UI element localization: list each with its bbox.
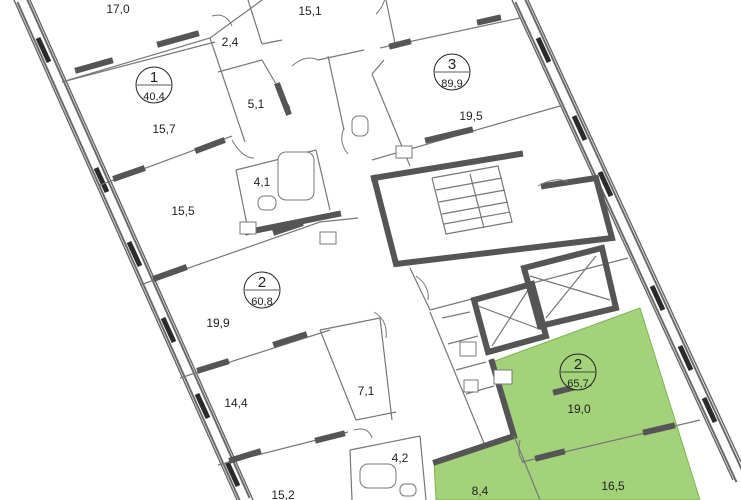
apartment-badge-2: 2 60,8 bbox=[243, 271, 281, 309]
interior-walls bbox=[61, 0, 427, 500]
room-area: 8,4 bbox=[472, 484, 489, 498]
windows bbox=[35, 36, 718, 488]
room-area: 16,5 bbox=[601, 479, 625, 493]
room-area: 5,1 bbox=[248, 97, 265, 111]
apartment-badge-highlighted[interactable]: 2 65,7 bbox=[559, 353, 597, 391]
room-area: 4,1 bbox=[254, 175, 271, 189]
room-area: 19,5 bbox=[459, 109, 483, 123]
apartment-area: 89,9 bbox=[441, 78, 462, 90]
elevator-shafts bbox=[429, 244, 620, 449]
apartment-badge-3: 3 89,9 bbox=[433, 53, 471, 91]
room-area: 15,2 bbox=[271, 488, 295, 500]
room-area: 15,1 bbox=[298, 4, 322, 18]
apartment-number: 2 bbox=[258, 274, 266, 291]
apartment-area: 40,4 bbox=[143, 91, 164, 103]
room-area: 2,4 bbox=[222, 35, 239, 49]
room-area: 4,2 bbox=[392, 451, 409, 465]
room-area: 15,5 bbox=[171, 204, 195, 218]
room-labels: 17,0 15,1 2,4 5,1 15,7 19,5 4,1 15,5 19,… bbox=[106, 2, 625, 500]
room-area: 17,0 bbox=[106, 2, 130, 16]
bathroom-fixtures bbox=[239, 115, 479, 497]
room-area: 15,7 bbox=[152, 122, 176, 136]
apartment-area: 60,8 bbox=[251, 296, 272, 308]
apartment-number: 1 bbox=[150, 69, 158, 86]
room-area: 14,4 bbox=[224, 396, 248, 410]
room-area: 7,1 bbox=[358, 384, 375, 398]
apartment-number: 3 bbox=[448, 56, 456, 73]
apartment-number: 2 bbox=[574, 356, 582, 373]
room-area: 19,9 bbox=[206, 316, 230, 330]
doors bbox=[211, 0, 569, 465]
room-area: 19,0 bbox=[567, 402, 591, 416]
apartment-area: 65,7 bbox=[567, 378, 588, 390]
apartment-badge-1: 1 40,4 bbox=[135, 66, 173, 104]
stair-core bbox=[317, 0, 629, 311]
